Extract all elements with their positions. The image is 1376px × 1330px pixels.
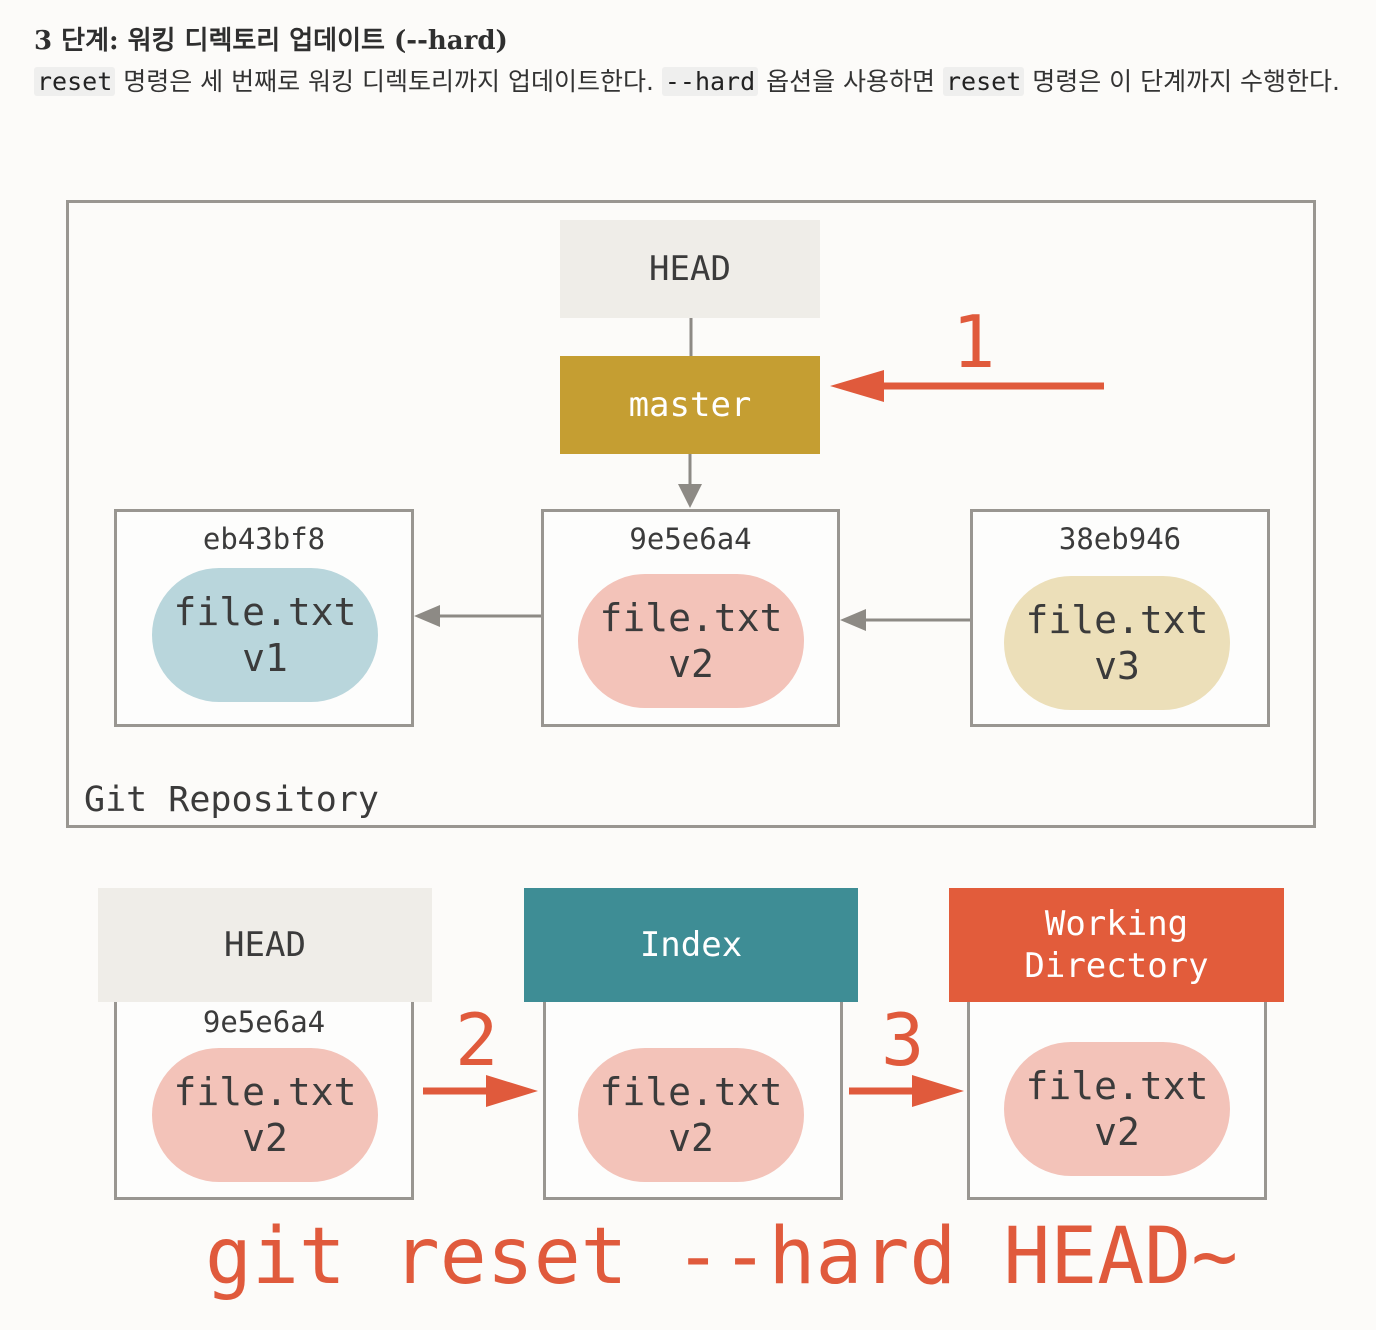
working-directory-label-line2: Directory xyxy=(1024,946,1209,986)
step-label-3: 3 xyxy=(881,998,925,1082)
head-tree-label: HEAD xyxy=(224,925,306,965)
file-version: v2 xyxy=(668,1116,714,1160)
working-directory-file-blob: file.txt v2 xyxy=(1004,1042,1230,1176)
head-pointer-box: HEAD xyxy=(560,220,820,318)
file-name: file.txt xyxy=(599,1070,783,1114)
file-version: v2 xyxy=(1094,1110,1140,1154)
section-heading: 3 단계: 워킹 디렉토리 업데이트 (--hard) xyxy=(34,26,508,56)
head-pointer-label: HEAD xyxy=(649,249,731,289)
working-directory-header: Working Directory xyxy=(949,888,1284,1002)
para-text-3: 명령은 이 단계까지 수행한다. xyxy=(1024,67,1341,96)
index-tree-header: Index xyxy=(524,888,858,1002)
description-paragraph: reset 명령은 세 번째로 워킹 디렉토리까지 업데이트한다. --hard… xyxy=(34,60,1354,103)
file-blob-v2: file.txt v2 xyxy=(578,574,804,708)
file-version: v3 xyxy=(1094,644,1140,688)
para-text-1: 명령은 세 번째로 워킹 디렉토리까지 업데이트한다. xyxy=(115,67,662,96)
step-1-arrowhead xyxy=(830,370,884,402)
file-version: v2 xyxy=(242,1116,288,1160)
code-reset-2: reset xyxy=(943,67,1025,96)
step-label-2: 2 xyxy=(455,998,499,1082)
master-branch-box: master xyxy=(560,356,820,454)
working-directory-label-line1: Working xyxy=(1044,904,1189,944)
master-branch-label: master xyxy=(628,385,752,425)
index-tree-label: Index xyxy=(639,925,743,965)
git-repository-frame xyxy=(66,200,1316,828)
code-hard-option: --hard xyxy=(661,67,759,96)
step-label-1: 1 xyxy=(952,300,996,384)
command-text: git reset --hard HEAD~ xyxy=(205,1212,1239,1302)
index-tree-file-blob: file.txt v2 xyxy=(578,1048,804,1182)
step-3-arrowhead xyxy=(912,1075,964,1107)
parent-arrowhead-2 xyxy=(840,609,866,631)
head-tree-header: HEAD xyxy=(98,888,432,1002)
step-2-arrowhead xyxy=(486,1075,538,1107)
file-name: file.txt xyxy=(173,1070,357,1114)
para-text-2: 옵션을 사용하면 xyxy=(758,67,943,96)
head-tree-hash: 9e5e6a4 xyxy=(202,1005,326,1039)
file-name: file.txt xyxy=(599,596,783,640)
code-reset: reset xyxy=(34,67,116,96)
commit-hash: 38eb946 xyxy=(1058,522,1182,556)
git-repository-label: Git Repository xyxy=(84,780,380,820)
commit-hash: 9e5e6a4 xyxy=(629,522,752,556)
commit-hash: eb43bf8 xyxy=(202,522,326,556)
file-blob-v1: file.txt v1 xyxy=(152,568,378,702)
file-blob-v3: file.txt v3 xyxy=(1004,576,1230,710)
file-name: file.txt xyxy=(173,590,357,634)
head-tree-file-blob: file.txt v2 xyxy=(152,1048,378,1182)
parent-arrowhead-1 xyxy=(414,605,440,627)
file-name: file.txt xyxy=(1025,598,1209,642)
master-to-commit-arrowhead xyxy=(678,484,702,508)
file-version: v1 xyxy=(242,636,288,680)
file-version: v2 xyxy=(668,642,714,686)
file-name: file.txt xyxy=(1025,1064,1209,1108)
